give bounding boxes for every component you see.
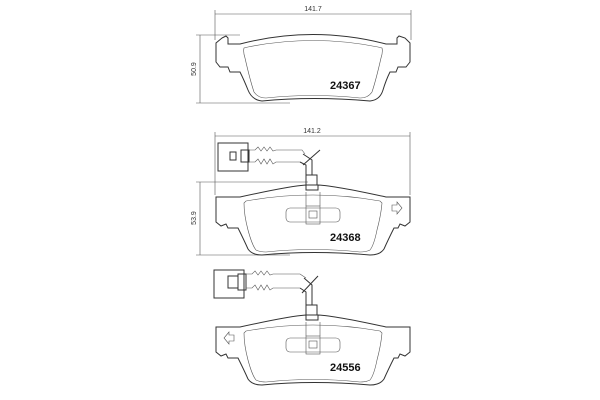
sensor-cable-bottom: [249, 158, 300, 165]
sensor-connector: [213, 269, 245, 299]
width-label: 141.7: [304, 6, 322, 13]
pad-24556: 24556: [213, 269, 411, 386]
connector-clip: [237, 273, 247, 291]
part-number: 24556: [330, 362, 361, 374]
sensor-connector: [217, 142, 249, 172]
backing-plate: [215, 34, 411, 102]
clip-center: [305, 205, 321, 225]
height-label: 50.9: [191, 62, 198, 76]
wear-sensor: [217, 142, 321, 186]
sensor-cable-top: [246, 270, 307, 279]
friction-material: [243, 194, 383, 253]
direction-arrow-right-icon: [391, 201, 403, 215]
clip-body: [285, 337, 341, 353]
clip-center: [305, 335, 321, 355]
sensor-cable-top: [249, 146, 306, 155]
sensor-mount: [305, 304, 318, 316]
clip-hole: [308, 340, 318, 349]
pad-24367: 141.7 50.9 24367: [191, 6, 412, 104]
friction-material: [243, 324, 383, 383]
sensor-cut-mark: [302, 149, 321, 166]
friction-material: [243, 40, 383, 99]
wear-sensor: [213, 269, 319, 316]
width-label: 141.2: [303, 128, 321, 135]
connector-pin: [229, 151, 237, 161]
direction-arrow-left-icon: [223, 331, 235, 345]
connector-pin: [227, 275, 239, 289]
height-label: 53.9: [191, 211, 198, 225]
backing-plate: [215, 184, 411, 256]
part-number: 24368: [330, 232, 361, 244]
connector-clip: [240, 149, 250, 163]
sensor-cut-mark: [301, 275, 319, 294]
pad-24368: 141.2 53.9 24368: [191, 128, 411, 256]
sensor-bend: [299, 277, 313, 305]
sensor-bend: [299, 153, 313, 175]
clip-hole: [308, 210, 318, 219]
retaining-clip: [285, 322, 341, 355]
sensor-cable-bottom: [246, 284, 300, 291]
clip-body: [285, 207, 341, 223]
part-number: 24367: [330, 80, 361, 92]
backing-plate: [215, 314, 411, 386]
sensor-mount: [305, 174, 318, 186]
retaining-clip: [285, 192, 341, 225]
